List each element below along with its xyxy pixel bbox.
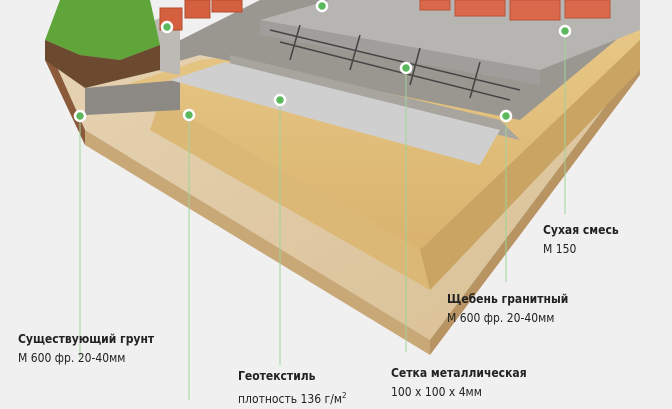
label-title: Существующий грунт	[18, 332, 155, 346]
label-mesh: Сетка металлическая 100 x 100 x 4мм	[391, 364, 527, 402]
label-sub: 100 x 100 x 4мм	[391, 385, 482, 399]
label-soil: Существующий грунт М 600 фр. 20-40мм	[18, 330, 154, 368]
geotextile-sheet	[170, 62, 500, 165]
label-sub: М 600 фр. 20-40мм	[447, 311, 555, 325]
label-sub: М 150	[543, 242, 577, 256]
metal-mesh	[269, 24, 521, 101]
paving-bricks	[419, 0, 611, 21]
label-sub: плотность 136 г/м2	[238, 386, 347, 409]
label-granite: Щебень гранитный М 600 фр. 20-40мм	[447, 290, 568, 328]
label-sub-text: плотность 136 г/м	[238, 392, 343, 406]
label-dry-mix: Сухая смесь М 150	[543, 221, 619, 259]
marker-dots	[73, 0, 572, 123]
label-title: Геотекстиль	[238, 369, 316, 383]
label-sub: М 600 фр. 20-40мм	[18, 351, 126, 365]
label-geotextile: Геотекстиль плотность 136 г/м2	[238, 367, 347, 409]
grass	[45, 0, 160, 60]
label-title: Сетка металлическая	[391, 366, 527, 380]
soil-edge	[85, 130, 430, 355]
label-title: Сухая смесь	[543, 223, 619, 237]
label-sup: 2	[342, 391, 347, 400]
label-title: Щебень гранитный	[447, 292, 569, 306]
leader-lines	[79, 31, 566, 400]
pavement-layers-illustration	[45, 0, 640, 400]
